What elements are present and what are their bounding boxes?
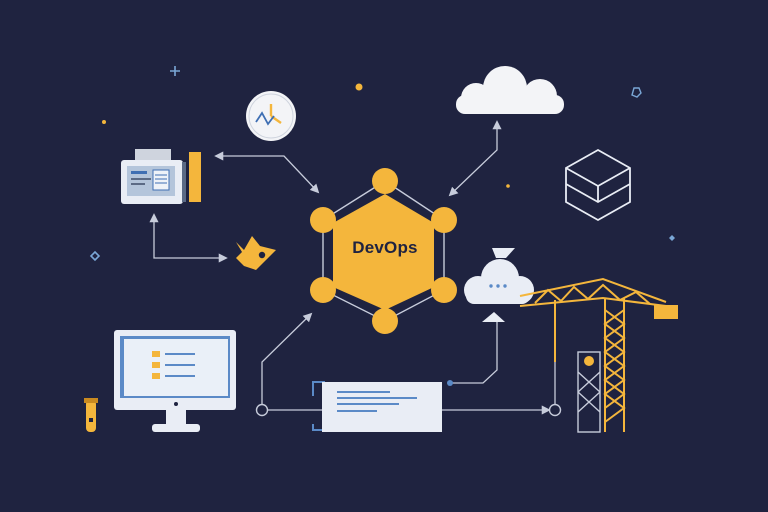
clock-icon [246, 91, 296, 141]
crane-tower-base [577, 351, 601, 433]
connector-server-fox [149, 213, 228, 263]
devops-hub [310, 168, 457, 334]
crane-icon [519, 277, 678, 432]
connector-cloud-hub [448, 120, 502, 197]
document-card-icon [312, 381, 442, 432]
decorative-sparkles [89, 66, 675, 262]
monitor-icon [114, 330, 236, 432]
layers-cube-icon [565, 148, 631, 222]
connector-monitor-hub [261, 312, 313, 410]
connector-card-cloudgear [450, 320, 498, 384]
fox-icon [236, 236, 276, 270]
connector-node-small [447, 380, 453, 386]
cloud-icon [456, 66, 564, 114]
test-tube-icon [84, 398, 98, 432]
hub-label: DevOps [352, 238, 418, 257]
server-rack-icon [121, 149, 201, 204]
connectors [149, 120, 556, 415]
connector-server-hub [214, 151, 320, 194]
connector-node-right [548, 403, 562, 417]
connector-node-left [255, 403, 269, 417]
cloud-gear-icon [464, 248, 534, 322]
